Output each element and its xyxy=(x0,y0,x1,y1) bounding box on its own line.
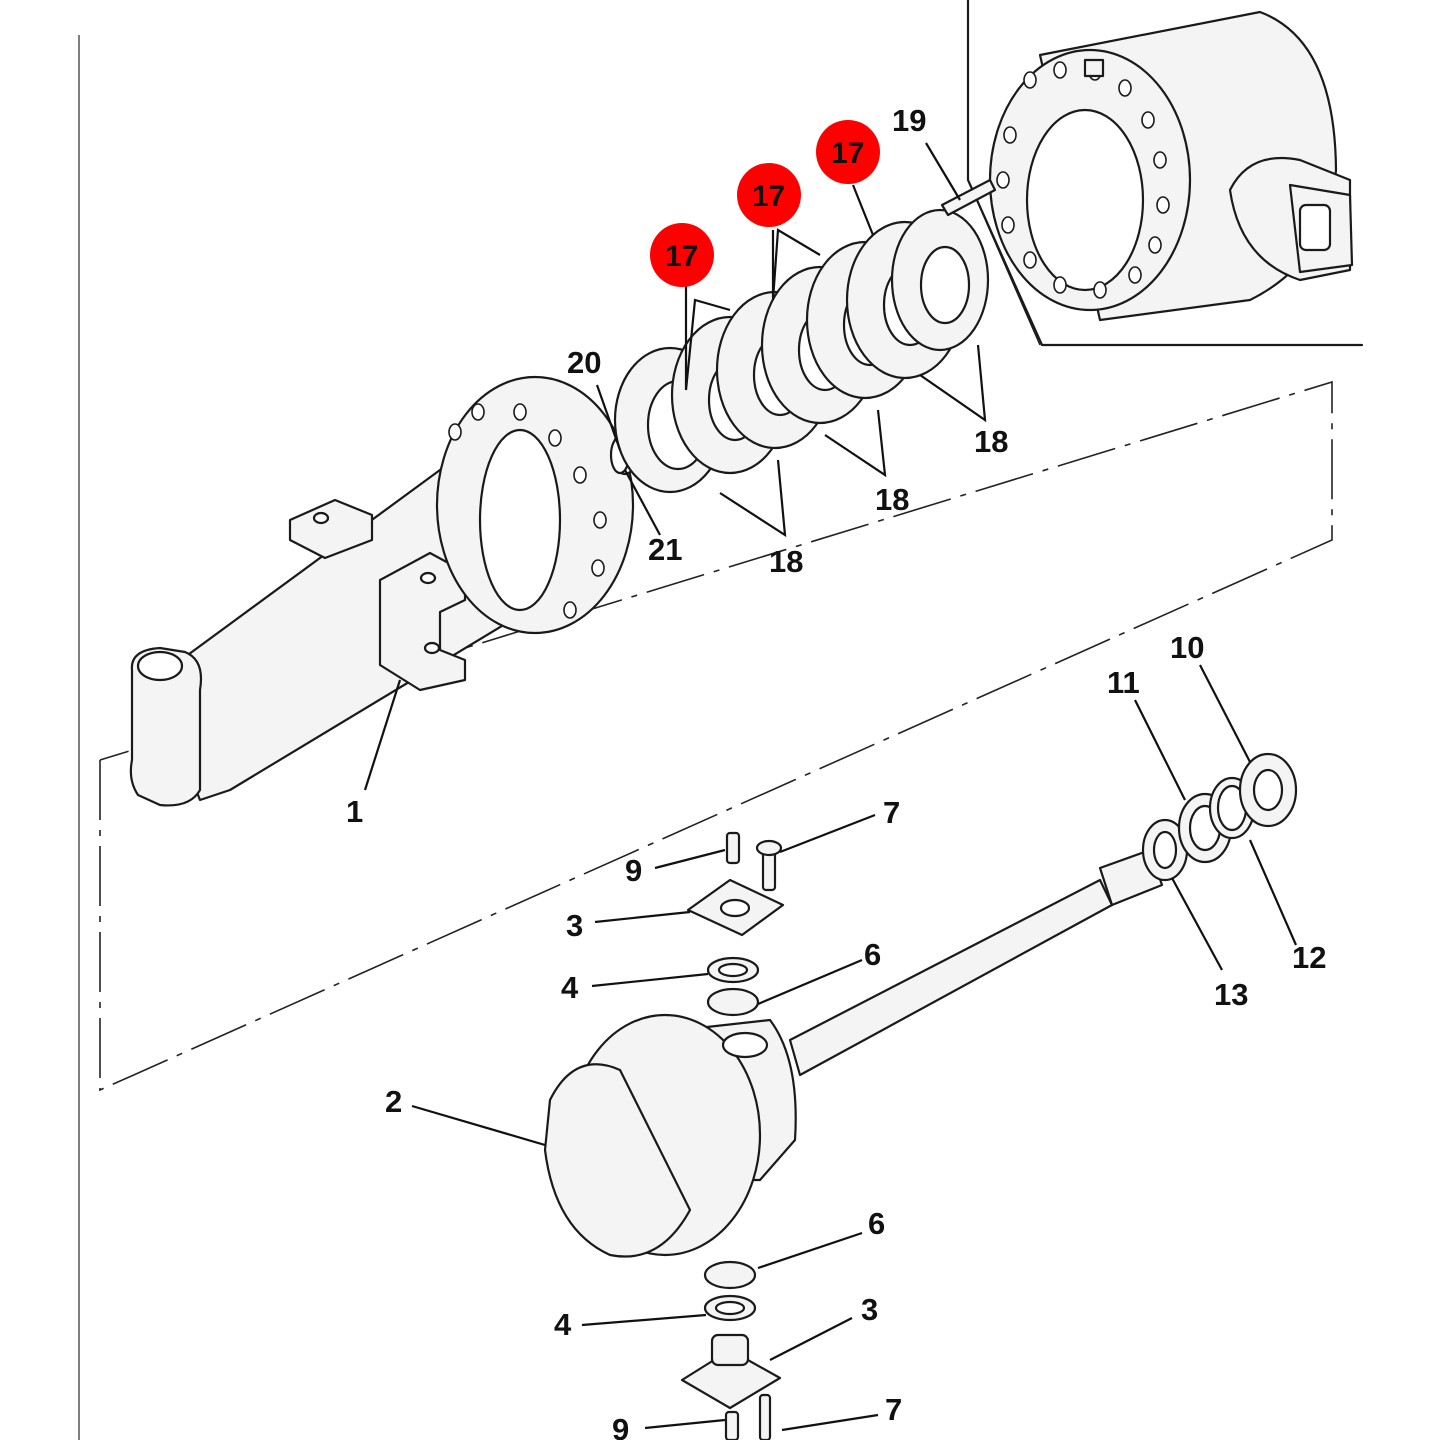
callout-2: 2 xyxy=(385,1084,402,1119)
callout-17-b: 17 xyxy=(752,180,785,213)
callout-7-top: 7 xyxy=(883,795,900,830)
callout-4-top: 4 xyxy=(561,970,579,1005)
drive-shaft-part xyxy=(788,848,1164,1077)
callout-6-top: 6 xyxy=(864,937,881,972)
axle-housing-part xyxy=(129,375,635,807)
inset-housing-view xyxy=(966,0,1364,347)
brake-disc-pack xyxy=(613,178,997,494)
callout-7-bottom: 7 xyxy=(885,1392,902,1427)
callout-1: 1 xyxy=(346,794,363,829)
callout-19: 19 xyxy=(892,103,926,138)
callout-13: 13 xyxy=(1214,977,1248,1012)
callout-17-c: 17 xyxy=(831,137,864,170)
highlight-badge-17-c xyxy=(816,120,880,184)
leader-lines xyxy=(363,142,1298,1432)
callout-3-top: 3 xyxy=(566,908,583,943)
kingpin-stack-bottom xyxy=(680,1260,782,1440)
callout-9-bottom: 9 xyxy=(612,1412,629,1440)
callout-6-bottom: 6 xyxy=(868,1206,885,1241)
callout-20: 20 xyxy=(567,345,601,380)
envelope-outline xyxy=(99,380,1333,1092)
bearing-seal-set xyxy=(1141,752,1298,882)
callout-12: 12 xyxy=(1292,940,1326,975)
callout-18-c: 18 xyxy=(974,424,1008,459)
callout-18-a: 18 xyxy=(769,544,803,579)
callout-21: 21 xyxy=(648,532,682,567)
callout-17-a: 17 xyxy=(665,240,698,273)
highlight-badge-17-a xyxy=(650,223,714,287)
highlight-badge-17-b xyxy=(737,163,801,227)
callout-3-bottom: 3 xyxy=(861,1292,878,1327)
callout-11: 11 xyxy=(1107,665,1140,700)
callout-4-bottom: 4 xyxy=(554,1307,572,1342)
callout-10: 10 xyxy=(1170,630,1204,665)
callout-9-top: 9 xyxy=(625,853,642,888)
callout-18-b: 18 xyxy=(875,482,909,517)
wheel-hub-part xyxy=(543,1013,797,1258)
kingpin-stack-top xyxy=(686,831,785,1017)
